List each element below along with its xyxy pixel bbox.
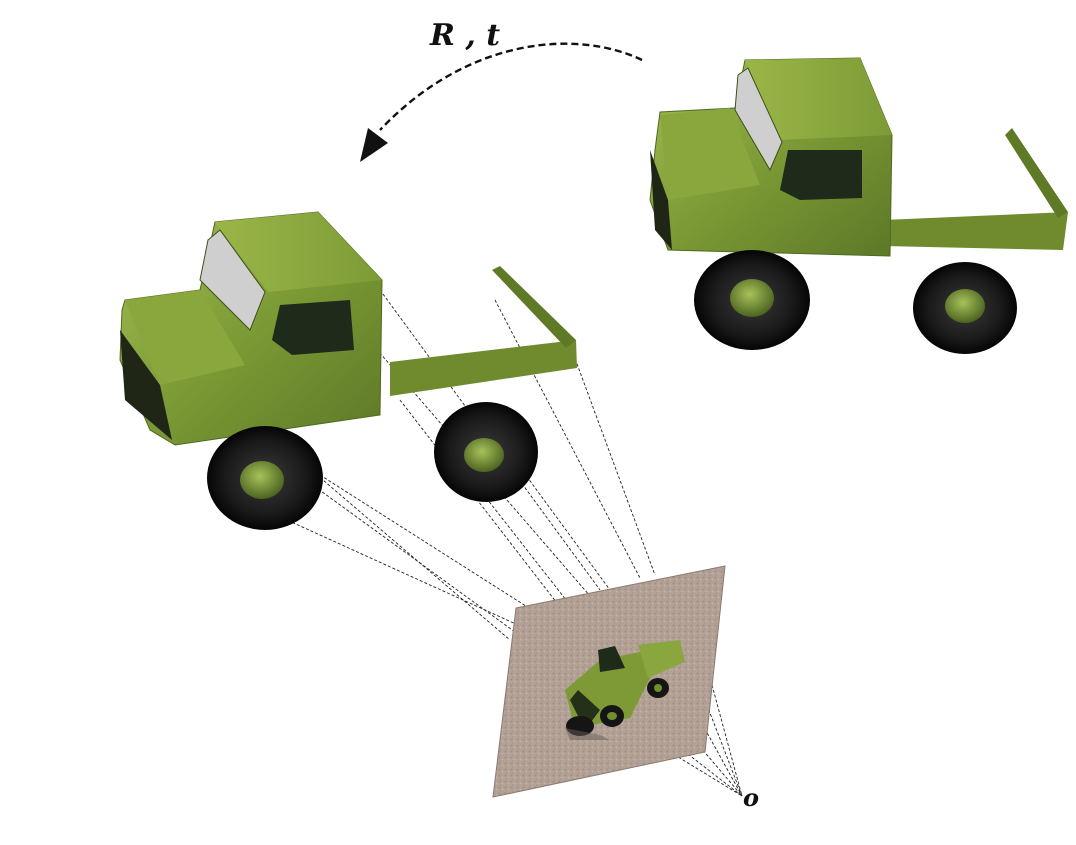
truck-roof xyxy=(745,58,892,140)
curved-arrow-icon xyxy=(379,42,643,131)
truck-hub-rear xyxy=(945,289,985,323)
truck-side-window xyxy=(272,300,354,355)
truck-bed-side xyxy=(492,266,576,348)
motion-label: R , t xyxy=(429,18,500,53)
motion-arrow: R , t xyxy=(360,18,643,162)
truck-bed xyxy=(882,212,1068,250)
origin-label: o xyxy=(743,783,759,812)
projection-lines-origin xyxy=(669,684,743,797)
truck-hood xyxy=(660,108,760,200)
right-truck-model xyxy=(649,57,1068,354)
truck-side-window xyxy=(780,150,862,200)
truck-bed xyxy=(390,340,577,396)
truck-hub-front xyxy=(730,279,774,317)
truck-bed-side xyxy=(1005,128,1068,218)
truck-windshield xyxy=(734,67,783,172)
truck-front xyxy=(650,150,672,250)
truck-hub-front xyxy=(240,461,284,499)
truck-roof xyxy=(215,212,382,292)
arrow-head-icon xyxy=(360,128,388,162)
truck-hood xyxy=(125,290,245,385)
truck-photo-icon xyxy=(565,640,685,740)
left-truck-model xyxy=(119,211,577,530)
truck-windshield xyxy=(199,229,266,331)
image-plane xyxy=(492,565,726,798)
truck-front xyxy=(120,330,172,440)
truck-hub-rear xyxy=(464,438,504,472)
